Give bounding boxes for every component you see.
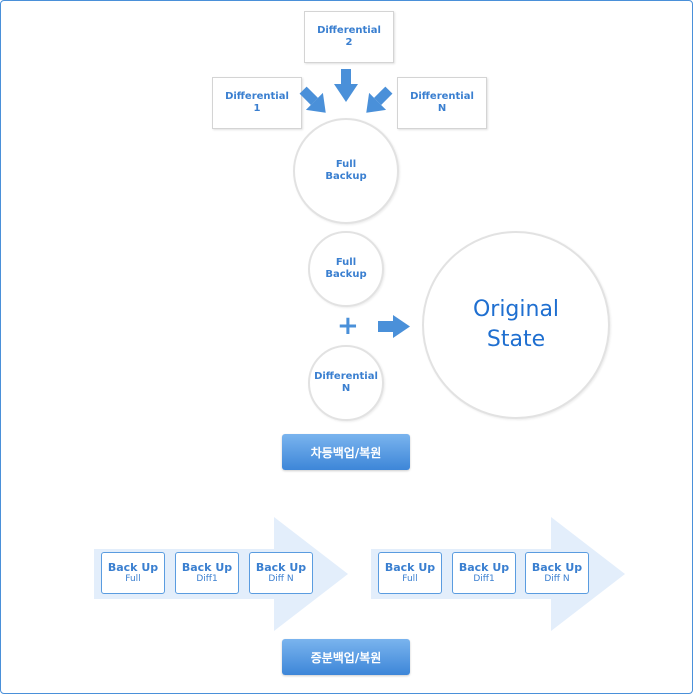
arrow-diagonal-left-icon — [366, 86, 393, 113]
arrow-right-icon — [378, 315, 410, 338]
chip-title: Back Up — [181, 561, 233, 574]
circle-label: Original — [472, 297, 560, 322]
chip-sub: Diff1 — [473, 574, 495, 584]
original-state-circle: Original State — [422, 231, 610, 419]
backup-chip-diffn: Back Up Diff N — [525, 552, 589, 594]
plus-sign: + — [337, 311, 359, 341]
chip-sub: Diff N — [268, 574, 294, 584]
incremental-backup-button[interactable]: 증분백업/복원 — [282, 639, 410, 675]
chip-sub: Full — [125, 574, 141, 584]
differential-1-box: Differential 1 — [212, 77, 302, 129]
circle-label: N — [341, 383, 351, 394]
box-label: N — [437, 103, 447, 114]
chip-sub: Full — [402, 574, 418, 584]
backup-chip-diff1: Back Up Diff1 — [175, 552, 239, 594]
chip-sub: Diff N — [544, 574, 570, 584]
circle-label: Differential — [314, 371, 378, 382]
box-label: 1 — [253, 103, 261, 114]
circle-label: Full — [335, 159, 357, 170]
box-label: Differential — [317, 25, 381, 36]
differential-2-box: Differential 2 — [304, 11, 394, 63]
circle-label: Backup — [325, 171, 367, 182]
box-label: 2 — [345, 37, 353, 48]
differential-backup-button[interactable]: 차등백업/복원 — [282, 434, 410, 470]
circle-label: Backup — [325, 269, 367, 280]
box-label: Differential — [225, 91, 289, 102]
backup-chip-diffn: Back Up Diff N — [249, 552, 313, 594]
box-label: Differential — [410, 91, 474, 102]
chip-title: Back Up — [107, 561, 159, 574]
chip-title: Back Up — [255, 561, 307, 574]
differential-n-box: Differential N — [397, 77, 487, 129]
arrow-down-icon — [334, 69, 358, 102]
chip-title: Back Up — [384, 561, 436, 574]
circle-label: State — [486, 327, 546, 352]
circle-label: Full — [335, 257, 357, 268]
chip-title: Back Up — [531, 561, 583, 574]
backup-chip-full: Back Up Full — [101, 552, 165, 594]
full-backup-small-circle: Full Backup — [308, 231, 384, 307]
chip-title: Back Up — [458, 561, 510, 574]
chip-sub: Diff1 — [196, 574, 218, 584]
arrow-diagonal-right-icon — [299, 86, 326, 113]
full-backup-circle: Full Backup — [293, 118, 399, 224]
backup-chip-diff1: Back Up Diff1 — [452, 552, 516, 594]
backup-chip-full: Back Up Full — [378, 552, 442, 594]
differential-n-circle: Differential N — [308, 345, 384, 421]
